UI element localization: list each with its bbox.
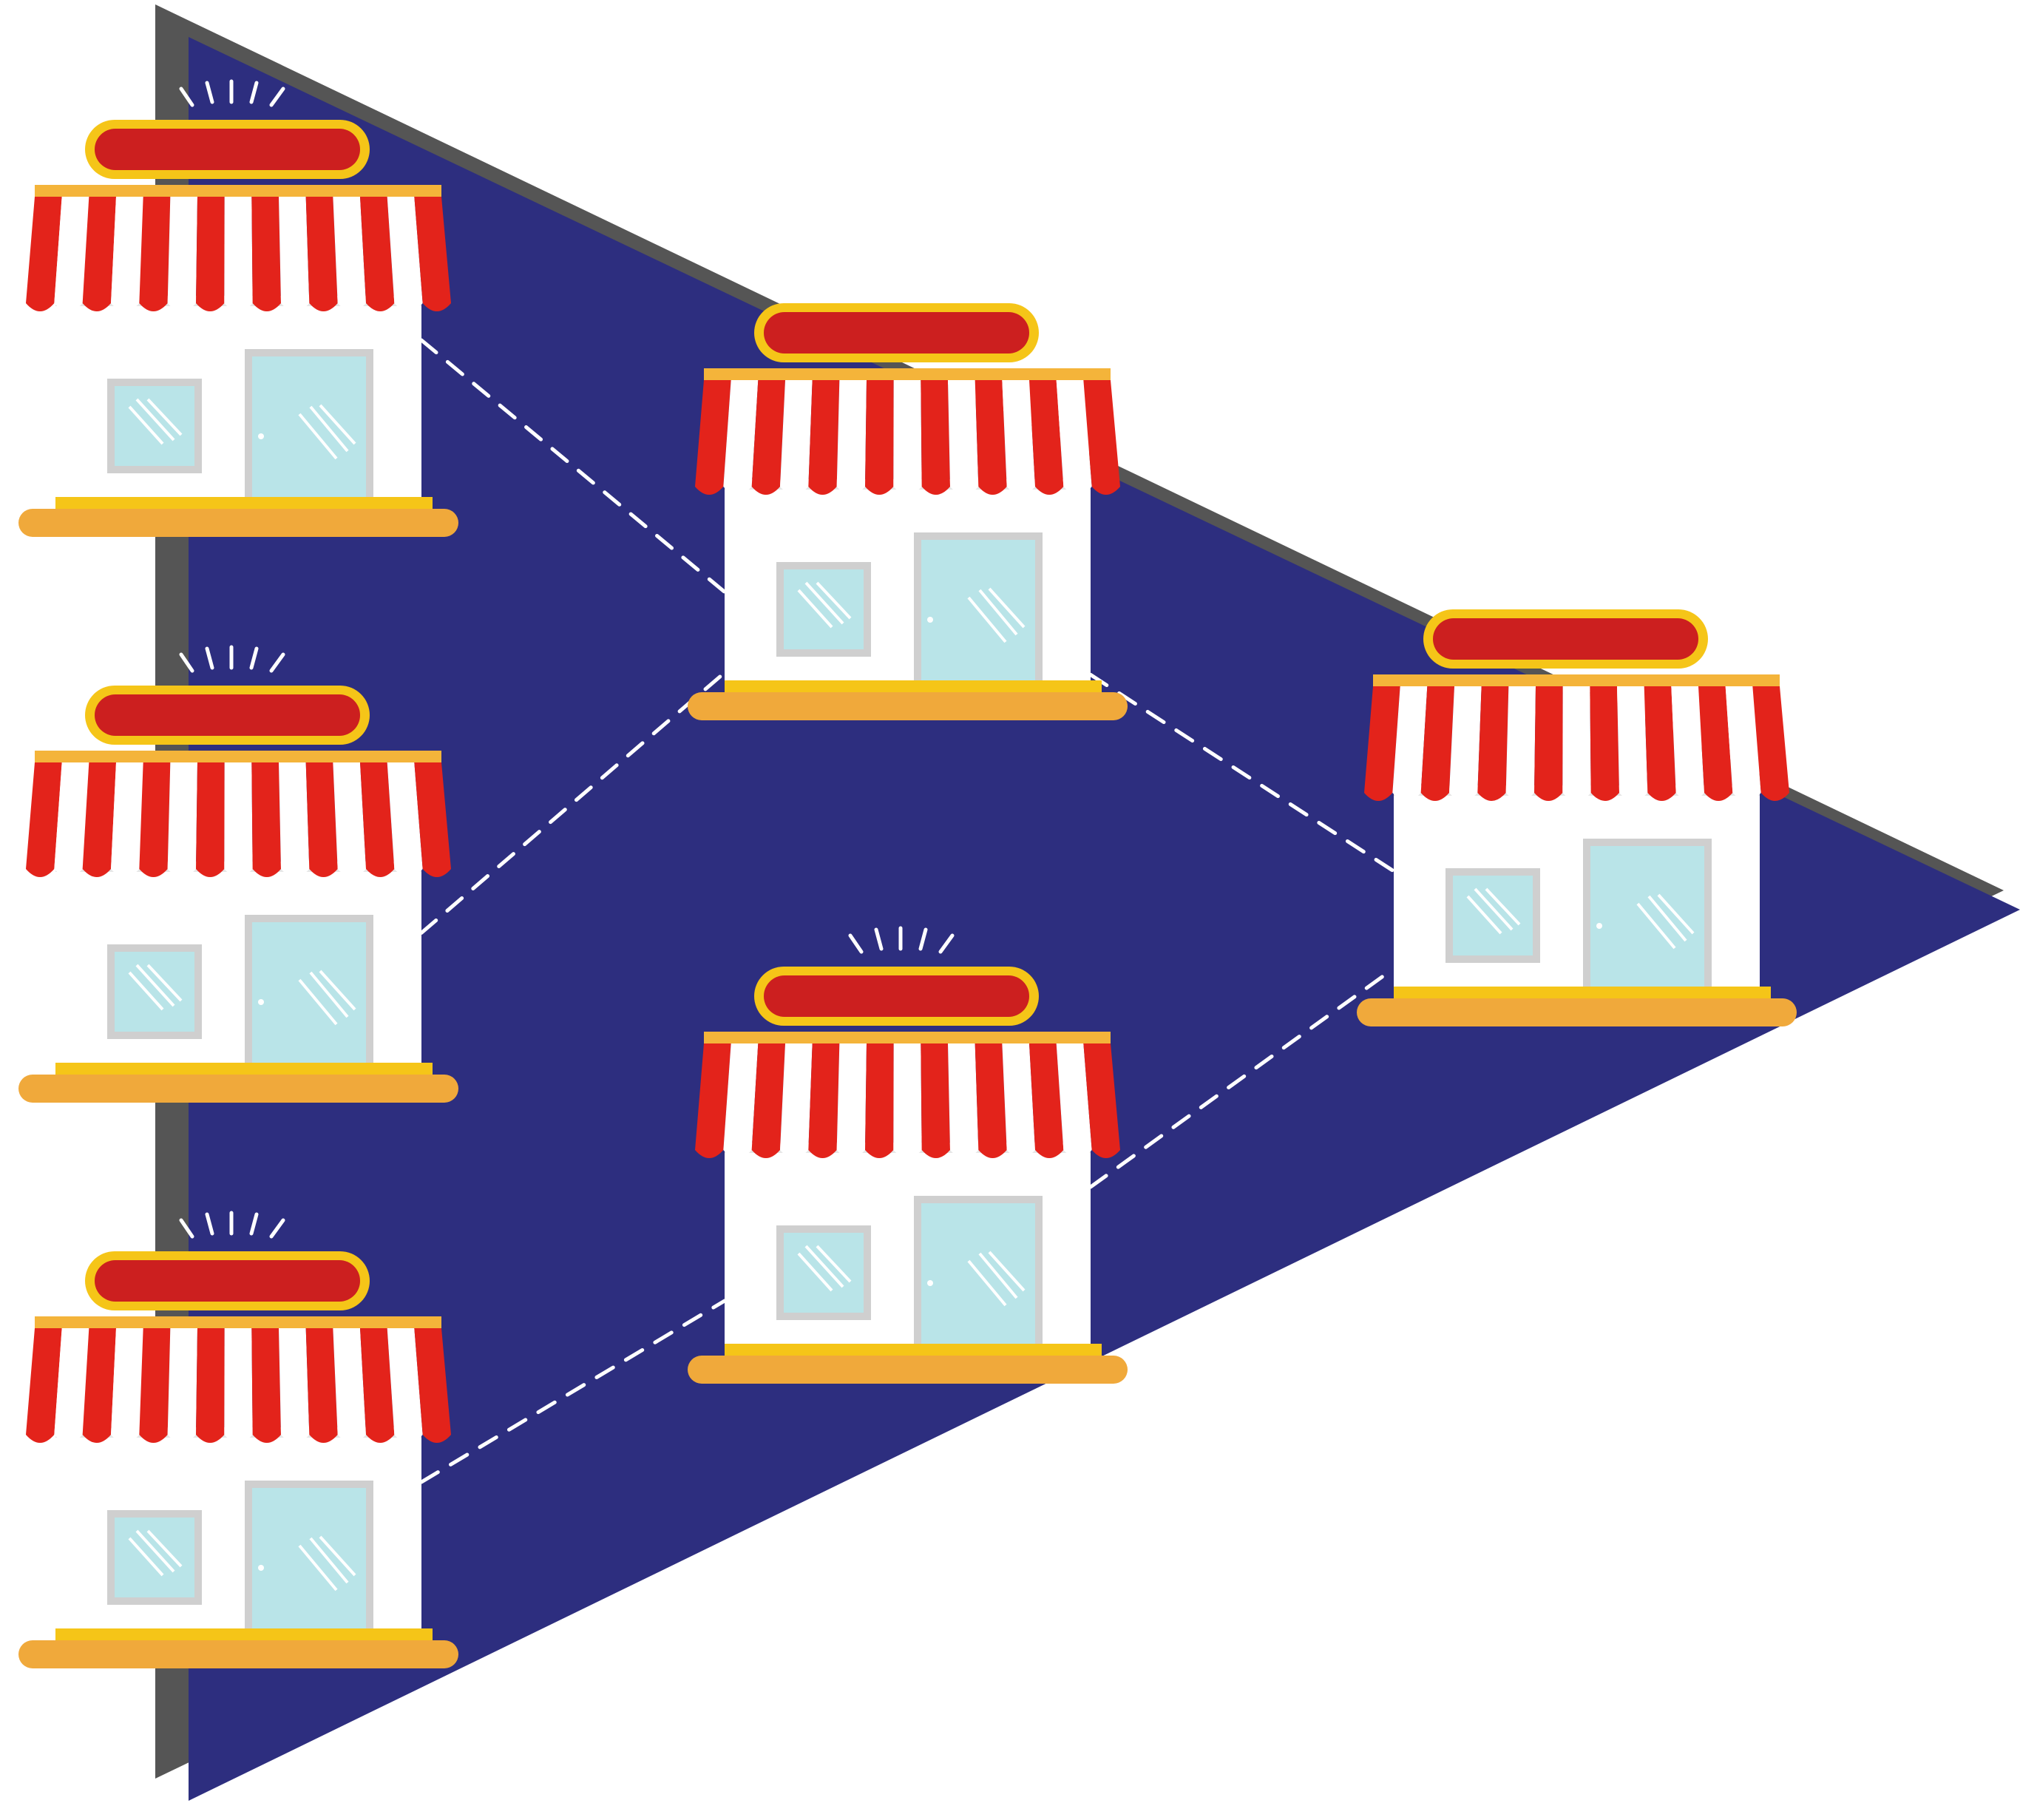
store-base — [18, 509, 458, 537]
awning-stripe — [1562, 686, 1590, 801]
awning-stripe — [780, 1043, 813, 1158]
awning-stripe — [921, 1043, 950, 1158]
awning-stripe — [808, 380, 839, 495]
store-base — [688, 1356, 1128, 1384]
awning-stripe — [1534, 686, 1563, 801]
awning-stripe — [306, 762, 338, 877]
awning-stripe — [139, 1328, 170, 1443]
awning-top-bar — [35, 751, 441, 762]
awning-stripe — [837, 380, 867, 495]
store-sign — [95, 694, 360, 736]
awning-stripe — [279, 1328, 309, 1443]
door-icon — [245, 915, 373, 1069]
awning-stripe — [196, 1328, 225, 1443]
door-knob — [927, 1280, 933, 1286]
awning-stripe — [1506, 686, 1536, 801]
store-base — [18, 1075, 458, 1103]
window-icon — [107, 379, 202, 473]
door-icon — [914, 1196, 1043, 1350]
awning-stripe — [251, 1328, 281, 1443]
awning-stripe — [111, 197, 143, 311]
window-glass — [784, 1233, 864, 1313]
awning-stripe — [780, 380, 813, 495]
awning-stripe — [975, 1043, 1007, 1158]
window-icon — [107, 944, 202, 1039]
awning-stripe — [168, 197, 197, 311]
store-base — [1357, 998, 1797, 1026]
awning-stripe — [1449, 686, 1482, 801]
awning-top-bar — [704, 368, 1111, 380]
awning-stripe — [1590, 686, 1619, 801]
door-icon — [245, 349, 373, 503]
awning-stripe — [975, 380, 1007, 495]
awning-stripe — [111, 1328, 143, 1443]
window-icon — [1445, 868, 1540, 963]
door-glass — [921, 540, 1035, 686]
awning-top-bar — [704, 1032, 1111, 1043]
window-glass — [115, 1518, 194, 1597]
awning-stripe — [865, 1043, 894, 1158]
awning-stripe — [948, 380, 978, 495]
awning-stripe — [224, 762, 252, 877]
door-glass — [252, 922, 366, 1069]
awning-stripe — [168, 1328, 197, 1443]
window-icon — [776, 562, 871, 657]
awning-top-bar — [35, 1316, 441, 1328]
awning-stripe — [139, 197, 170, 311]
door-icon — [245, 1481, 373, 1634]
store-sign — [95, 129, 360, 170]
awning-stripe — [224, 1328, 252, 1443]
door-icon — [914, 532, 1043, 686]
door-knob — [258, 1565, 264, 1571]
awning-stripe — [196, 762, 225, 877]
awning-top-bar — [1373, 674, 1780, 686]
store-sign — [764, 312, 1029, 353]
window-icon — [776, 1225, 871, 1320]
window-glass — [115, 386, 194, 466]
window-glass — [784, 569, 864, 649]
door-glass — [921, 1203, 1035, 1350]
door-glass — [252, 356, 366, 503]
awning-stripe — [865, 380, 894, 495]
awning-stripe — [251, 197, 281, 311]
store-base — [18, 1640, 458, 1668]
awning-stripe — [306, 1328, 338, 1443]
door-glass — [1590, 846, 1704, 992]
awning-stripe — [111, 762, 143, 877]
awning-stripe — [808, 1043, 839, 1158]
window-glass — [115, 952, 194, 1032]
awning-stripe — [168, 762, 197, 877]
door-knob — [927, 617, 933, 623]
awning-stripe — [837, 1043, 867, 1158]
awning-stripe — [279, 762, 309, 877]
door-knob — [258, 999, 264, 1005]
awning-stripe — [893, 380, 921, 495]
door-knob — [1596, 923, 1602, 929]
awning-stripe — [1477, 686, 1508, 801]
awning-stripe — [224, 197, 252, 311]
awning-top-bar — [35, 185, 441, 197]
door-knob — [258, 433, 264, 439]
store-base — [688, 692, 1128, 720]
window-glass — [1453, 876, 1533, 955]
awning-stripe — [306, 197, 338, 311]
store-sign — [1433, 618, 1698, 660]
awning-stripe — [921, 380, 950, 495]
awning-stripe — [1644, 686, 1676, 801]
awning-stripe — [251, 762, 281, 877]
store-sign — [95, 1260, 360, 1302]
awning-stripe — [1617, 686, 1647, 801]
window-icon — [107, 1510, 202, 1605]
awning-stripe — [139, 762, 170, 877]
awning-stripe — [893, 1043, 921, 1158]
awning-stripe — [279, 197, 309, 311]
awning-stripe — [196, 197, 225, 311]
store-sign — [764, 975, 1029, 1017]
door-icon — [1583, 839, 1712, 992]
awning-stripe — [948, 1043, 978, 1158]
door-glass — [252, 1488, 366, 1634]
